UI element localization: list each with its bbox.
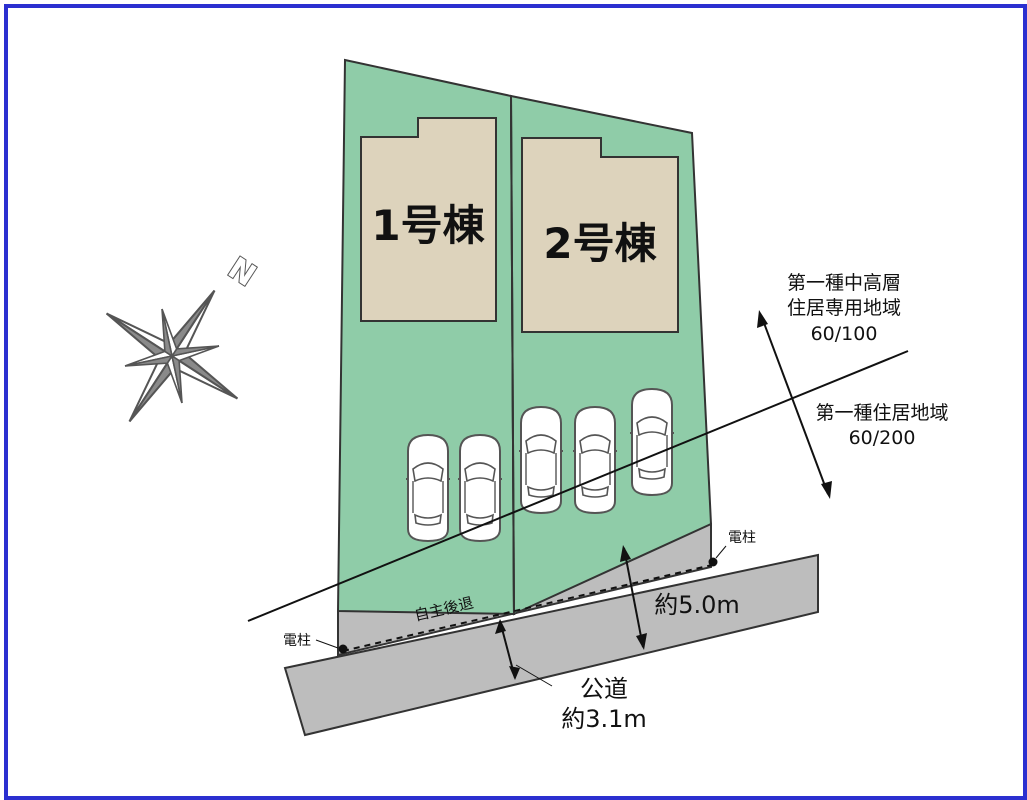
arrowhead [757, 310, 768, 328]
arrowhead [821, 481, 832, 499]
road-label: 公道 [580, 675, 628, 703]
pole-left-leader [315, 639, 339, 649]
arrowhead [620, 545, 631, 562]
compass-rose-icon [105, 289, 239, 423]
road-leader [515, 664, 553, 687]
road-width-label: 約3.1m [561, 705, 647, 733]
pole-left-label: 電柱 [283, 633, 311, 649]
utility-pole-right [708, 557, 718, 567]
road-edge-dashed [342, 564, 713, 652]
building-2 [521, 137, 679, 333]
zone-lower-line2: 60/200 [849, 427, 916, 449]
arrowhead [636, 633, 647, 650]
car-icon [518, 406, 564, 514]
arrowhead [509, 666, 520, 680]
total-width-arrow [623, 547, 644, 648]
zone-upper-line2: 住居専用地域 [787, 297, 901, 319]
arrowhead [495, 619, 506, 634]
lot-divider [510, 95, 515, 615]
zone-arrow [760, 314, 829, 495]
zone-lower-line1: 第一種住居地域 [815, 402, 948, 424]
zone-upper-line3: 60/100 [811, 323, 878, 345]
compass-north-label: N [222, 251, 262, 294]
diagram-frame [4, 4, 1027, 800]
utility-pole-left [338, 644, 348, 654]
zone-upper-line1: 第一種中高層 [787, 272, 901, 294]
total-width-label: 約5.0m [654, 591, 740, 619]
pole-right-label: 電柱 [728, 530, 756, 546]
zoning-boundary-line [247, 350, 909, 622]
pole-right-leader [715, 545, 727, 559]
building-1 [360, 117, 497, 322]
car-icon [629, 388, 675, 496]
car-icon [572, 406, 618, 514]
car-icon [405, 434, 451, 542]
building-1-label: 1号棟 [371, 201, 485, 250]
public-road [283, 553, 819, 737]
building-2-label: 2号棟 [543, 219, 657, 268]
